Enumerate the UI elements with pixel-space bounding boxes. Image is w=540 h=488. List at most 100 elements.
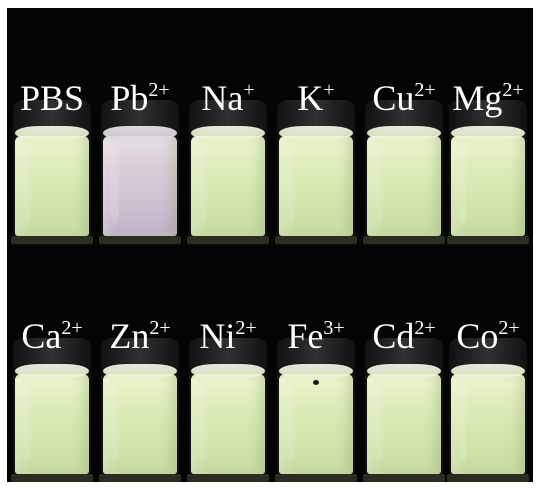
vial-k: K+ xyxy=(275,8,357,244)
vial-label: Cd2+ xyxy=(363,318,445,354)
ion-charge: 2+ xyxy=(414,79,436,101)
vial-label: Co2+ xyxy=(447,318,529,354)
vial-meniscus xyxy=(191,126,265,140)
vial-fe: Fe3+ xyxy=(275,246,357,482)
vial-base xyxy=(99,474,181,482)
vial-solution xyxy=(367,374,441,474)
vial-shine xyxy=(23,146,31,224)
vial-shine xyxy=(287,384,295,462)
vial-shine xyxy=(199,384,207,462)
vial-pbs: PBS xyxy=(11,8,93,244)
ion-charge: 2+ xyxy=(414,317,436,339)
vial-ni: Ni2+ xyxy=(187,246,269,482)
vial-solution xyxy=(367,136,441,236)
ion-symbol: Ni xyxy=(199,316,236,356)
vial-row-top: PBS Pb2+ Na+ K+ xyxy=(7,8,533,244)
vial-meniscus xyxy=(451,126,525,140)
vial-photo: PBS Pb2+ Na+ K+ xyxy=(7,8,533,482)
vial-cu: Cu2+ xyxy=(363,8,445,244)
vial-base xyxy=(187,474,269,482)
ion-symbol: PBS xyxy=(19,78,85,118)
ion-symbol: Na xyxy=(201,78,244,118)
vial-label: Ca2+ xyxy=(11,318,93,354)
vial-meniscus xyxy=(279,126,353,140)
ion-symbol: Cu xyxy=(372,78,415,118)
vial-solution xyxy=(191,136,265,236)
ion-charge: 2+ xyxy=(498,317,520,339)
vial-base xyxy=(11,236,93,244)
vial-solution xyxy=(103,136,177,236)
particle-speck xyxy=(313,380,319,385)
ion-symbol: Mg xyxy=(452,78,503,118)
vial-shine xyxy=(375,146,383,224)
vial-shine xyxy=(287,146,295,224)
vial-co: Co2+ xyxy=(447,246,529,482)
vial-cd: Cd2+ xyxy=(363,246,445,482)
vial-meniscus xyxy=(367,126,441,140)
vial-label: Mg2+ xyxy=(447,80,529,116)
ion-charge: 2+ xyxy=(502,79,524,101)
vial-shine xyxy=(459,384,467,462)
vial-shine xyxy=(375,384,383,462)
vial-solution xyxy=(451,374,525,474)
vial-na: Na+ xyxy=(187,8,269,244)
ion-charge: 2+ xyxy=(148,79,170,101)
ion-charge: 3+ xyxy=(323,317,345,339)
vial-shine xyxy=(111,384,119,462)
vial-base xyxy=(363,474,445,482)
ion-symbol: Zn xyxy=(109,316,150,356)
ion-symbol: Ca xyxy=(21,316,62,356)
ion-symbol: Fe xyxy=(287,316,324,356)
vial-pb: Pb2+ xyxy=(99,8,181,244)
vial-meniscus xyxy=(367,364,441,378)
vial-base xyxy=(99,236,181,244)
vial-base xyxy=(363,236,445,244)
vial-solution xyxy=(15,374,89,474)
vial-base xyxy=(11,474,93,482)
vial-solution xyxy=(451,136,525,236)
ion-charge: 2+ xyxy=(61,317,83,339)
ion-symbol: K xyxy=(297,78,324,118)
ion-charge: + xyxy=(323,79,335,101)
vial-base xyxy=(447,474,529,482)
vial-meniscus xyxy=(103,364,177,378)
ion-symbol: Co xyxy=(456,316,499,356)
vial-label: Cu2+ xyxy=(363,80,445,116)
vial-shine xyxy=(199,146,207,224)
vial-shine xyxy=(111,146,119,224)
vial-solution xyxy=(279,374,353,474)
vial-meniscus xyxy=(15,126,89,140)
vial-label: Ni2+ xyxy=(187,318,269,354)
vial-mg: Mg2+ xyxy=(447,8,529,244)
vial-solution xyxy=(279,136,353,236)
vial-zn: Zn2+ xyxy=(99,246,181,482)
vial-label: Pb2+ xyxy=(99,80,181,116)
vial-label: Na+ xyxy=(187,80,269,116)
vial-meniscus xyxy=(191,364,265,378)
vial-shine xyxy=(23,384,31,462)
vial-meniscus xyxy=(451,364,525,378)
ion-charge: 2+ xyxy=(235,317,257,339)
vial-label: PBS xyxy=(11,80,93,116)
vial-ca: Ca2+ xyxy=(11,246,93,482)
vial-label: K+ xyxy=(275,80,357,116)
vial-solution xyxy=(191,374,265,474)
vial-meniscus xyxy=(279,364,353,378)
vial-base xyxy=(275,236,357,244)
vial-shine xyxy=(459,146,467,224)
row-divider xyxy=(7,244,533,246)
vial-meniscus xyxy=(103,126,177,140)
vial-base xyxy=(275,474,357,482)
vial-solution xyxy=(15,136,89,236)
vial-label: Fe3+ xyxy=(275,318,357,354)
ion-charge: 2+ xyxy=(149,317,171,339)
ion-symbol: Cd xyxy=(372,316,415,356)
vial-base xyxy=(447,236,529,244)
vial-solution xyxy=(103,374,177,474)
vial-base xyxy=(187,236,269,244)
vial-row-bottom: Ca2+ Zn2+ Ni2+ Fe3+ xyxy=(7,246,533,482)
ion-charge: + xyxy=(243,79,255,101)
ion-symbol: Pb xyxy=(110,78,149,118)
vial-meniscus xyxy=(15,364,89,378)
vial-label: Zn2+ xyxy=(99,318,181,354)
